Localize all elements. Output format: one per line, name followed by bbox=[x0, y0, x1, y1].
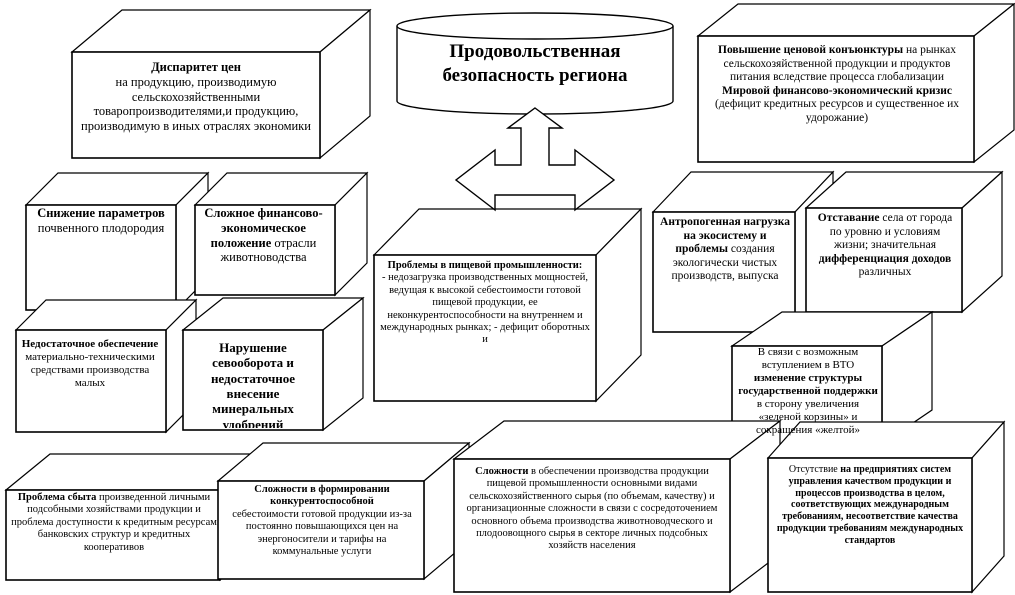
cube-livestock bbox=[193, 171, 369, 297]
cube-village bbox=[804, 170, 1004, 314]
title-line-2: безопасность региона bbox=[442, 64, 628, 86]
sales-bold: Проблема сбыта bbox=[17, 492, 97, 503]
page-title: Продовольственная безопасность региона bbox=[405, 40, 665, 88]
material-text: материально-техническими средствами прои… bbox=[25, 350, 155, 389]
price-bold-2: Мировой финансово-экономический кризис bbox=[722, 84, 952, 97]
raw-text: в обеспечении производства продукции пищ… bbox=[466, 466, 718, 552]
box-soil: Снижение параметров почвенного плодороди… bbox=[30, 206, 172, 306]
price-text-1: на рынках сельскохозяйственной продукции… bbox=[723, 44, 956, 84]
quality-bold: на предприятиях систем управления качест… bbox=[776, 464, 964, 546]
cube-food bbox=[372, 207, 643, 403]
food-text: - недозагрузка производственных мощносте… bbox=[380, 272, 590, 346]
box-food-industry: Проблемы в пищевой промышленности: - нед… bbox=[380, 260, 590, 398]
box-disparity: Диспаритет цен на продукцию, производиму… bbox=[76, 60, 316, 156]
price-bold-1: Повышение ценовой конъюнктуры bbox=[718, 44, 904, 56]
cost-text: себестоимости готовой продукции из-за по… bbox=[232, 508, 412, 557]
center-cylinder bbox=[396, 12, 674, 115]
disparity-text: на продукцию, производимую сельскохозяйс… bbox=[81, 74, 311, 133]
material-bold: Недостаточное обеспечение bbox=[21, 338, 159, 350]
village-text-2: различных bbox=[858, 266, 912, 279]
village-text-1: села от города по уровню и условиям жизн… bbox=[829, 212, 953, 252]
four-way-arrow bbox=[454, 107, 616, 212]
livestock-bold: Сложное финансово-экономическое положени… bbox=[204, 206, 323, 250]
box-quality-systems: Отсутствие на предприятиях систем управл… bbox=[772, 464, 968, 584]
cube-anthropogenic bbox=[651, 170, 835, 334]
livestock-text: отрасли животноводства bbox=[220, 235, 317, 265]
box-price-conjuncture: Повышение ценовой конъюнктуры на рынках … bbox=[704, 44, 970, 158]
box-wto: В связи с возможным вступлением в ВТО из… bbox=[738, 346, 878, 442]
cube-shapes bbox=[4, 2, 1015, 594]
box-sales: Проблема сбыта произведенной личными под… bbox=[10, 492, 218, 574]
box-crop-rotation: Нарушение севооборота и недостаточное вн… bbox=[187, 340, 319, 428]
village-bold-2: дифференциация доходов bbox=[818, 252, 952, 265]
disparity-bold: Диспаритет цен bbox=[151, 60, 241, 74]
wto-bold: изменение структуры государственной подд… bbox=[738, 371, 878, 397]
cube-price bbox=[696, 2, 1015, 164]
wto-text-1: В связи с возможным вступлением в ВТО bbox=[757, 346, 859, 371]
price-text-2: (дефицит кредитных ресурсов и существенн… bbox=[715, 98, 959, 124]
soil-bold: Снижение параметров bbox=[37, 206, 165, 220]
title-line-1: Продовольственная bbox=[449, 41, 621, 62]
box-anthropogenic: Антропогенная нагрузка на экосистему и п… bbox=[657, 216, 793, 328]
cube-quality bbox=[766, 420, 1006, 594]
cost-bold: Сложности в формировании конкурентоспосо… bbox=[254, 484, 390, 508]
crop-bold: Нарушение севооборота и недостаточное вн… bbox=[210, 340, 296, 428]
wto-text-2: в сторону увеличения «зеленой корзины» и… bbox=[756, 397, 860, 436]
soil-text: почвенного плодородия bbox=[37, 220, 165, 235]
box-livestock: Сложное финансово-экономическое положени… bbox=[200, 206, 327, 292]
cube-crop bbox=[181, 296, 365, 432]
food-bold: Проблемы в пищевой промышленности: bbox=[387, 260, 583, 271]
anthro-bold: Антропогенная нагрузка на экосистему и п… bbox=[660, 216, 790, 256]
box-village-lag: Отставание села от города по уровню и ус… bbox=[812, 212, 958, 310]
cube-cost bbox=[216, 441, 471, 581]
box-competitive-cost: Сложности в формировании конкурентоспосо… bbox=[224, 484, 420, 576]
box-material-support: Недостаточное обеспечение материально-те… bbox=[20, 338, 160, 430]
cube-disparity bbox=[70, 8, 372, 160]
quality-text-1: Отсутствие bbox=[788, 464, 841, 475]
anthro-text: создания экологически чистых производств… bbox=[671, 243, 779, 283]
sales-text: произведенной личными подсобными хозяйст… bbox=[11, 492, 217, 553]
box-raw-supply: Сложности в обеспечении производства про… bbox=[458, 466, 726, 586]
raw-bold: Сложности bbox=[475, 466, 529, 477]
village-bold-1: Отставание bbox=[817, 212, 880, 224]
